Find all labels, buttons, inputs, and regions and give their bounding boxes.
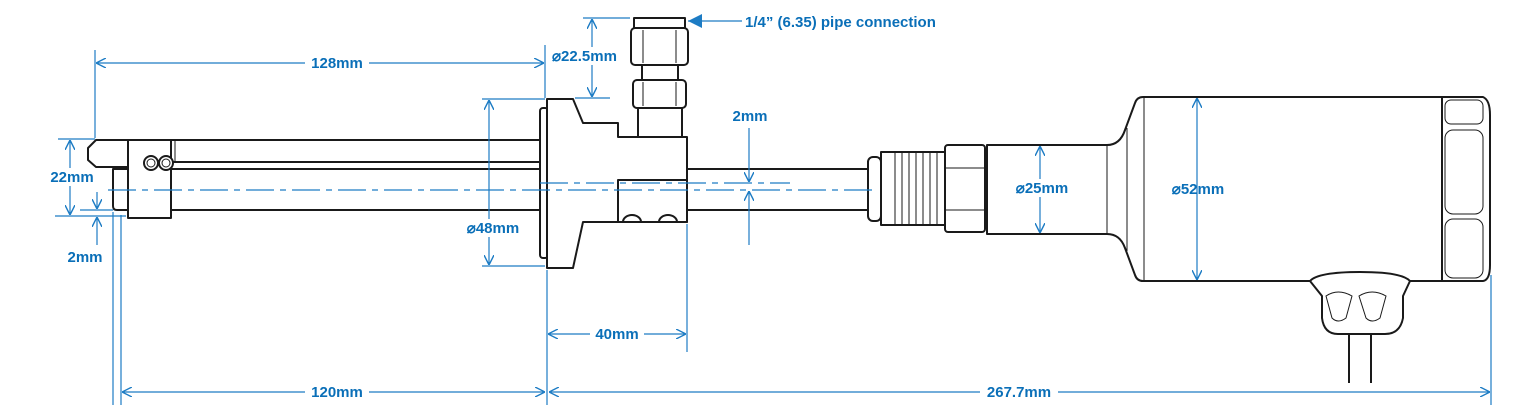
dimension-label: 267.7mm	[987, 384, 1051, 401]
dimension-label: 120mm	[311, 384, 363, 401]
dimension-dia-22-5mm: ⌀22.5mm	[550, 17, 630, 99]
clamp-block	[127, 139, 172, 219]
fitting-neck	[641, 64, 679, 81]
dimension-dia-48mm: ⌀48mm	[458, 98, 545, 267]
dimension-label: 128mm	[311, 55, 363, 72]
dimension-dia-52mm: ⌀52mm	[1172, 98, 1224, 280]
upper-nut	[630, 27, 689, 66]
dimension-label: 2mm	[67, 249, 102, 266]
dimension-120mm: 120mm	[120, 215, 545, 405]
fitting-stem	[637, 107, 683, 138]
end-cap	[1441, 96, 1491, 282]
dimension-dia-25mm: ⌀25mm	[1008, 146, 1076, 233]
dimension-label: ⌀48mm	[467, 220, 519, 237]
hex-nut	[944, 144, 986, 233]
screw-icon	[158, 155, 174, 171]
cable-gland	[1309, 271, 1411, 335]
dimension-label: ⌀52mm	[1172, 181, 1224, 198]
screw-icon	[143, 155, 159, 171]
dimension-label: 2mm	[732, 108, 767, 125]
dimension-label: ⌀22.5mm	[552, 48, 617, 65]
dimension-label: 22mm	[50, 169, 93, 186]
pipe-connection-callout: 1/4” (6.35) pipe connection	[688, 14, 936, 31]
dimension-label: 40mm	[595, 326, 638, 343]
callout-label: 1/4” (6.35) pipe connection	[745, 14, 936, 31]
thread-lines	[894, 152, 938, 225]
dimension-2mm-mid: 2mm	[732, 108, 768, 245]
dimension-22mm: 22mm	[44, 138, 126, 217]
dimension-128mm: 128mm	[94, 45, 546, 138]
probe-rod-assembly	[87, 139, 541, 219]
dimension-label: ⌀25mm	[1016, 180, 1068, 197]
threaded-fitting	[867, 144, 986, 233]
lower-nut	[632, 79, 687, 109]
dimension-267-7mm: 267.7mm	[549, 275, 1492, 405]
dimension-2mm-left: 2mm	[67, 192, 114, 405]
pipe-cap	[633, 17, 686, 29]
dimension-40mm: 40mm	[546, 224, 688, 405]
sensor-housing	[986, 96, 1491, 383]
